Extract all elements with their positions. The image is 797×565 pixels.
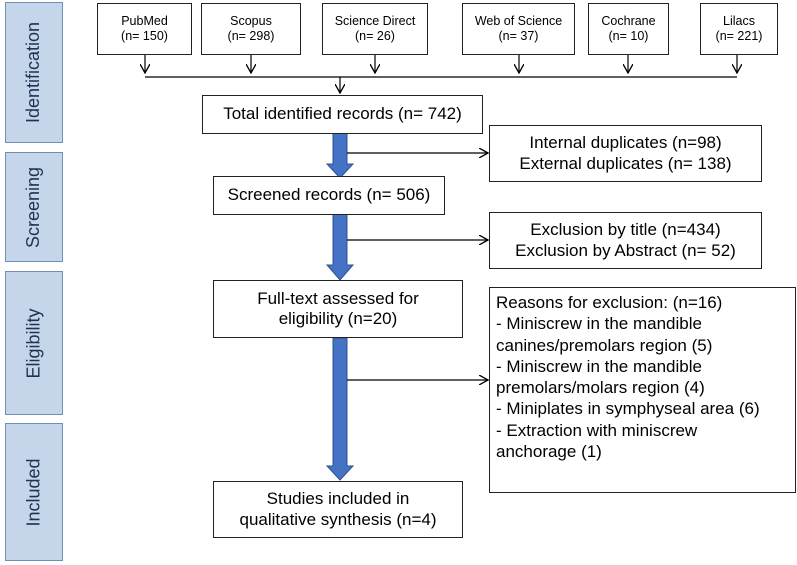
source-count: (n= 10)	[608, 29, 649, 43]
source-count: (n= 150)	[121, 29, 168, 43]
reason-line: premolars/molars region (4)	[496, 378, 705, 397]
exclusion-box: Exclusion by title (n=434) Exclusion by …	[489, 212, 762, 269]
phase-eligibility: Eligibility	[5, 271, 63, 415]
screened-records-box: Screened records (n= 506)	[213, 176, 445, 215]
source-scopus: Scopus (n= 298)	[201, 3, 301, 55]
duplicates-box: Internal duplicates (n=98) External dupl…	[489, 125, 762, 182]
fulltext-line: Full-text assessed for	[257, 288, 419, 308]
source-web-of-science: Web of Science (n= 37)	[462, 3, 575, 55]
source-name: Science Direct	[334, 14, 416, 28]
exclusion-line: Exclusion by title (n=434)	[530, 220, 721, 240]
fulltext-assessed-box: Full-text assessed for eligibility (n=20…	[213, 280, 463, 338]
phase-included: Included	[5, 423, 63, 561]
source-name: Scopus	[230, 14, 272, 28]
source-lilacs: Lilacs (n= 221)	[700, 3, 778, 55]
source-name: Web of Science	[474, 14, 563, 28]
included-line: Studies included in	[266, 489, 410, 509]
source-cochrane: Cochrane (n= 10)	[588, 3, 669, 55]
studies-included-box: Studies included in qualitative synthesi…	[213, 481, 463, 538]
source-count: (n= 298)	[227, 29, 275, 43]
source-count: (n= 26)	[355, 29, 395, 43]
phase-screening: Screening	[5, 152, 63, 262]
reason-line: - Extraction with miniscrew	[496, 420, 698, 440]
fulltext-line: eligibility (n=20)	[278, 309, 398, 328]
total-records-text: Total identified records (n= 742)	[223, 104, 462, 124]
total-records-box: Total identified records (n= 742)	[202, 95, 483, 134]
exclusion-reasons-box: Reasons for exclusion: (n=16) - Miniscre…	[489, 287, 796, 493]
source-count: (n= 37)	[498, 29, 539, 43]
included-line: qualitative synthesis (n=4)	[239, 509, 437, 529]
thick-flow-arrows	[325, 132, 355, 481]
reason-line: anchorage (1)	[496, 441, 602, 461]
duplicates-line: External duplicates (n= 138)	[519, 153, 732, 173]
phase-identification: Identification	[5, 2, 63, 143]
reason-line: - Miniplates in symphyseal area (6)	[496, 399, 760, 419]
reason-line: - Miniscrew in the mandible	[496, 314, 702, 334]
screened-records-text: Screened records (n= 506)	[227, 185, 431, 205]
reason-line: canines/premolars region (5)	[496, 335, 713, 355]
reason-line: - Miniscrew in the mandible	[496, 356, 702, 376]
source-name: PubMed	[121, 14, 168, 28]
side-connectors	[347, 153, 488, 380]
source-science-direct: Science Direct (n= 26)	[322, 3, 428, 55]
source-name: Lilacs	[723, 14, 755, 28]
duplicates-line: Internal duplicates (n=98)	[529, 133, 722, 153]
exclusion-line: Exclusion by Abstract (n= 52)	[515, 240, 736, 260]
source-count: (n= 221)	[715, 29, 763, 43]
source-name: Cochrane	[601, 14, 656, 28]
source-pubmed: PubMed (n= 150)	[97, 3, 192, 55]
source-connectors	[145, 55, 737, 93]
reason-line: Reasons for exclusion: (n=16)	[496, 293, 723, 312]
